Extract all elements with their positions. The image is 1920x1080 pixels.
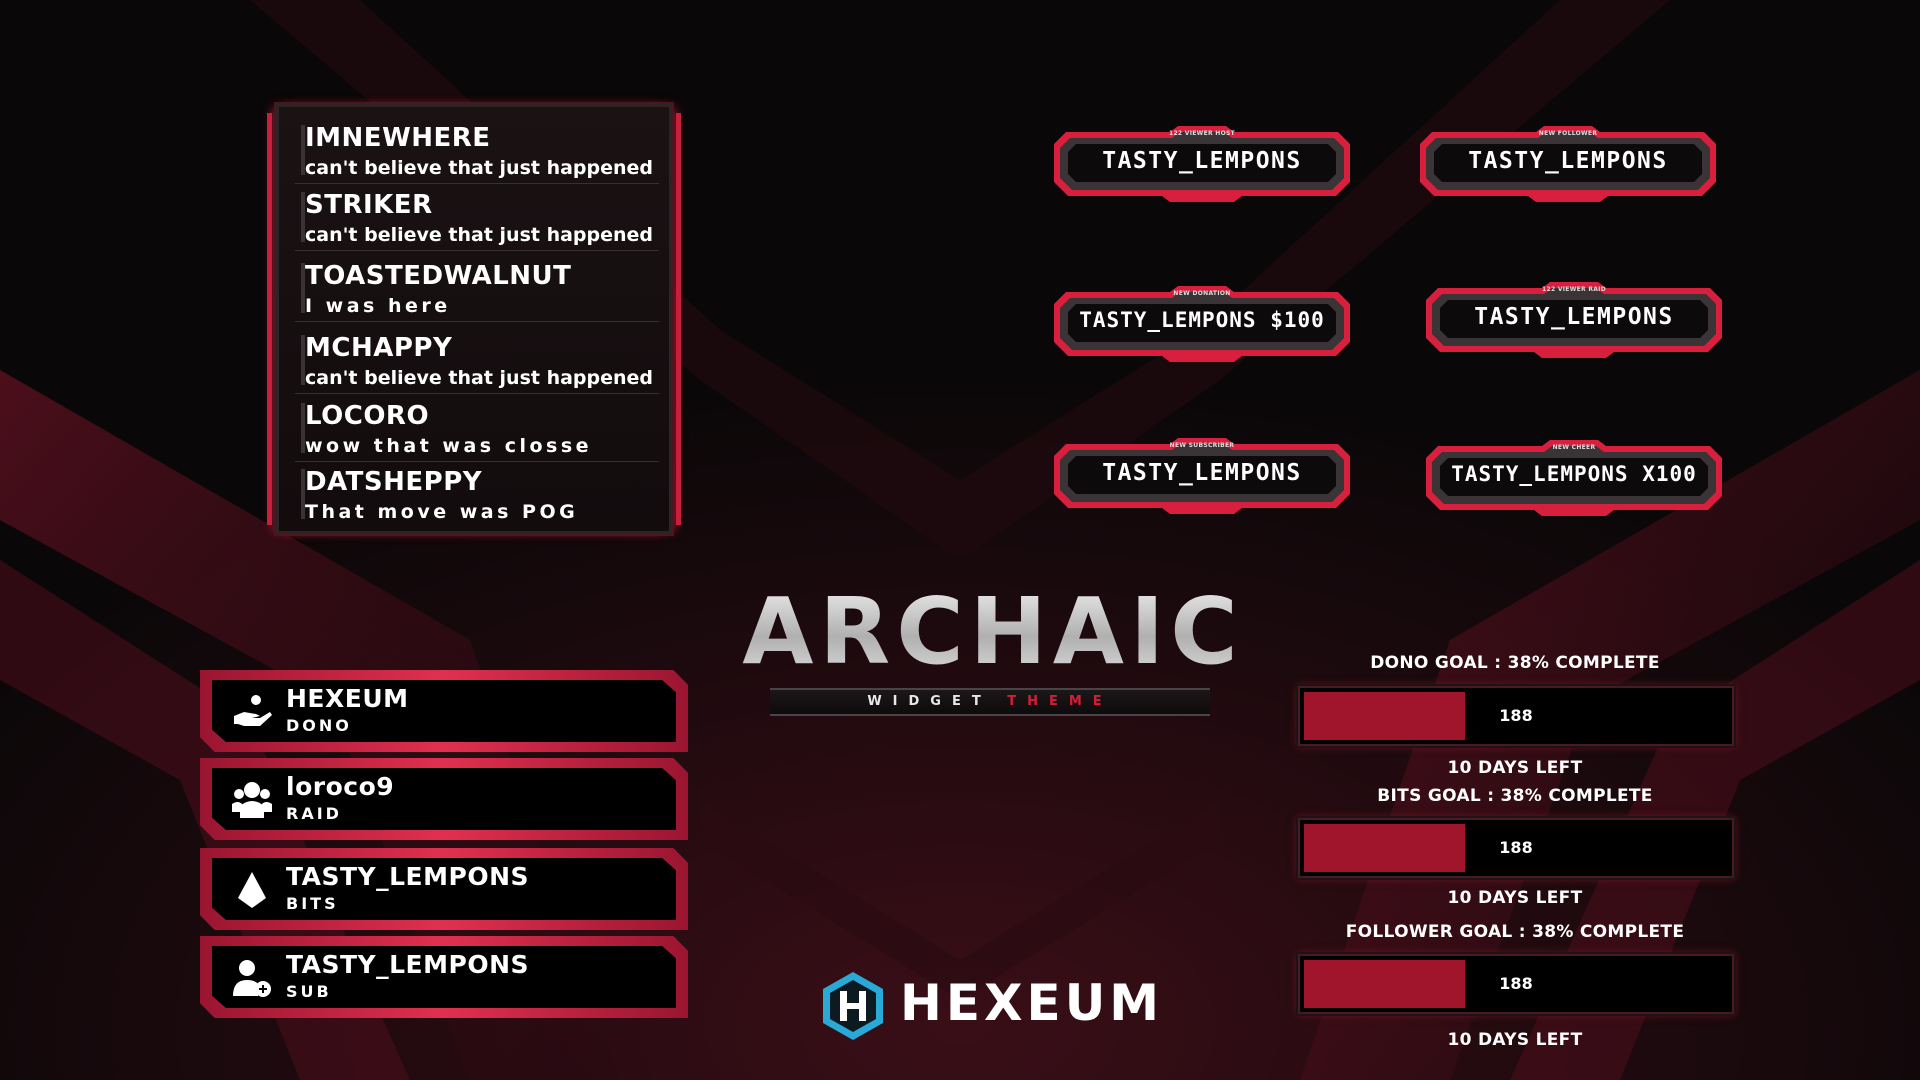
event-username: TASTY_LEMPONS <box>286 862 530 891</box>
chat-text: can't believe that just happened <box>305 367 654 389</box>
chat-message: TOASTEDWALNUT I was here <box>295 255 659 322</box>
theme-subtitle: WIDGET THEME <box>770 688 1210 716</box>
chat-message: IMNEWHERE can't believe that just happen… <box>295 117 659 184</box>
alert-frame <box>1426 282 1722 358</box>
alert-label: NEW SUBSCRIBER <box>1169 442 1235 449</box>
chat-text: That move was POG <box>305 501 579 523</box>
subscriber-add-icon <box>233 960 271 997</box>
event-type: SUB <box>286 982 332 1001</box>
chat-text: can't believe that just happened <box>305 157 654 179</box>
chat-text: can't believe that just happened <box>305 224 654 246</box>
chat-rail <box>301 192 305 242</box>
event-item-bits: TASTY_LEMPONS BITS <box>200 848 688 930</box>
alert-badge-host: 122 VIEWER HOST TASTY_LEMPONS <box>1052 124 1352 202</box>
event-username: loroco9 <box>286 772 395 801</box>
chat-box: IMNEWHERE can't believe that just happen… <box>267 104 681 534</box>
chat-username: STRIKER <box>305 190 433 220</box>
event-panel <box>212 858 676 920</box>
subtitle-word-theme: THEME <box>1007 694 1113 709</box>
alert-frame <box>1054 126 1350 202</box>
alert-label: NEW DONATION <box>1173 290 1231 297</box>
event-type: BITS <box>286 894 339 913</box>
chat-rail <box>301 469 305 519</box>
goal-fill <box>1304 692 1465 740</box>
goal-value: 188 <box>1499 706 1533 725</box>
alert-badge-raid: 122 VIEWER RAID TASTY_LEMPONS <box>1424 280 1724 358</box>
alert-badge-donation: NEW DONATION TASTY_LEMPONS $100 <box>1052 284 1352 362</box>
event-panel <box>212 768 676 830</box>
goal-footer: 10 DAYS LEFT <box>1447 1030 1583 1050</box>
event-username: TASTY_LEMPONS <box>286 950 530 979</box>
event-type: DONO <box>286 716 352 735</box>
chat-username: IMNEWHERE <box>305 123 491 153</box>
donate-hand-icon <box>234 695 272 726</box>
goal-value: 188 <box>1499 974 1533 993</box>
goal-label: DONO GOAL : 38% COMPLETE <box>1370 653 1660 673</box>
event-item-sub: TASTY_LEMPONS SUB <box>200 936 688 1018</box>
goal-value: 188 <box>1499 838 1533 857</box>
goal-footer: 10 DAYS LEFT <box>1447 888 1583 908</box>
brand-logo: HEXEUM <box>820 970 1159 1042</box>
alert-username: TASTY_LEMPONS <box>1474 304 1674 330</box>
alert-username: TASTY_LEMPONS <box>1102 148 1302 174</box>
chat-message: STRIKER can't believe that just happened <box>295 184 659 251</box>
bits-gem-icon <box>238 872 266 908</box>
chat-text: wow that was closse <box>305 435 593 457</box>
event-panel <box>212 946 676 1008</box>
event-type: RAID <box>286 804 342 823</box>
goal-bar-dono: 188 <box>1298 686 1734 746</box>
theme-title: ARCHAIC <box>728 578 1258 685</box>
chat-rail <box>301 263 305 313</box>
alert-badge-subscriber: NEW SUBSCRIBER TASTY_LEMPONS <box>1052 436 1352 514</box>
goal-bar-follower: 188 <box>1298 954 1734 1014</box>
chat-rail <box>301 335 305 385</box>
goal-fill <box>1304 960 1465 1008</box>
alert-label: 122 VIEWER RAID <box>1542 286 1606 293</box>
alert-frame <box>1054 438 1350 514</box>
alert-badge-cheer: NEW CHEER TASTY_LEMPONS X100 <box>1424 438 1724 516</box>
alert-username: TASTY_LEMPONS $100 <box>1079 308 1325 332</box>
raid-users-icon <box>232 782 272 818</box>
alert-frame <box>1420 126 1716 202</box>
event-item-dono: HEXEUM DONO <box>200 670 688 752</box>
alert-label: 122 VIEWER HOST <box>1168 130 1236 137</box>
brand-name: HEXEUM <box>900 974 1164 1032</box>
chat-message: MCHAPPY can't believe that just happened <box>295 327 659 394</box>
goal-fill <box>1304 824 1465 872</box>
chat-username: DATSHEPPY <box>305 467 483 497</box>
goal-label: BITS GOAL : 38% COMPLETE <box>1377 786 1653 806</box>
goal-footer: 10 DAYS LEFT <box>1447 758 1583 778</box>
alert-frame <box>1426 440 1722 516</box>
chat-text: I was here <box>305 295 451 317</box>
hexeum-hexagon-logo <box>823 972 883 1040</box>
alert-label: NEW CHEER <box>1552 444 1596 451</box>
subtitle-word-widget: WIDGET <box>867 694 992 709</box>
chat-username: TOASTEDWALNUT <box>305 261 572 291</box>
event-item-raid: loroco9 RAID <box>200 758 688 840</box>
chat-username: LOCORO <box>305 401 430 431</box>
chat-message: LOCORO wow that was closse <box>295 395 659 462</box>
alert-badge-follower: NEW FOLLOWER TASTY_LEMPONS <box>1418 124 1718 202</box>
event-username: HEXEUM <box>286 684 409 713</box>
chat-rail <box>301 125 305 175</box>
chat-rail <box>301 403 305 453</box>
alert-label: NEW FOLLOWER <box>1538 130 1598 137</box>
goal-bar-bits: 188 <box>1298 818 1734 878</box>
alert-username: TASTY_LEMPONS X100 <box>1451 462 1697 486</box>
goal-label: FOLLOWER GOAL : 38% COMPLETE <box>1345 922 1685 942</box>
event-panel <box>212 680 676 742</box>
alert-username: TASTY_LEMPONS <box>1468 148 1668 174</box>
alert-username: TASTY_LEMPONS <box>1102 460 1302 486</box>
alert-frame <box>1054 286 1350 362</box>
chat-username: MCHAPPY <box>305 333 453 363</box>
chat-message: DATSHEPPY That move was POG <box>295 461 659 527</box>
